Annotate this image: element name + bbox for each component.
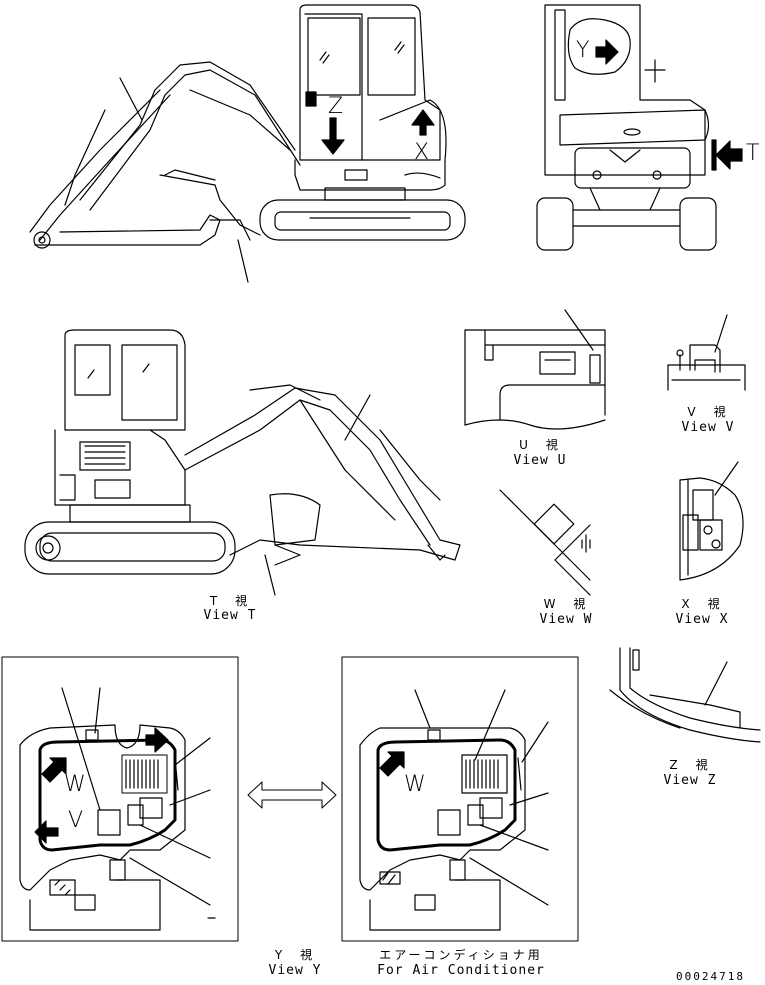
view-z-letter: Z [328,94,344,119]
view-y-standard [1,656,239,942]
view-x-letter: X [414,140,430,165]
view-y-caption-en: View Y [268,963,322,978]
view-z-detail [609,647,761,743]
view-t-side-view [24,329,461,596]
view-u-caption-jp: U 視 [519,438,561,452]
view-x-detail [679,461,744,581]
view-w-caption-en: View W [539,612,593,627]
view-t-caption-en: View T [203,608,257,623]
view-x-caption-en: View X [675,612,729,627]
view-u-detail [464,309,606,430]
view-v-caption-jp: V 視 [687,405,729,419]
view-y-air-conditioner [341,656,579,942]
view-u-caption-en: View U [513,453,567,468]
view-v-detail [667,314,746,391]
view-x-caption-jp: X 視 [681,597,723,611]
view-t-letter: T [746,141,760,166]
excavator-left-side-view [29,4,466,283]
view-y-letter: Y [576,38,590,63]
view-z-caption-en: View Z [663,773,717,788]
drawing-number: 00024718 [676,970,745,983]
air-conditioner-caption-en: For Air Conditioner [377,963,545,978]
view-w-caption-jp: W 視 [543,597,589,611]
view-t-caption-jp: T 視 [209,594,251,608]
view-z-caption-jp: Z 視 [669,758,711,772]
view-y-caption-jp: Y 視 [274,948,316,962]
air-conditioner-caption-jp: エアーコンディショナ用 [379,948,543,962]
view-w-detail [499,489,591,596]
excavator-rear-view [536,4,743,251]
view-v-letter: V [68,808,84,833]
view-v-caption-en: View V [681,420,735,435]
correspondence-arrow [247,781,337,809]
view-w-letter-ac: W [404,772,426,797]
view-w-letter: W [64,772,86,797]
